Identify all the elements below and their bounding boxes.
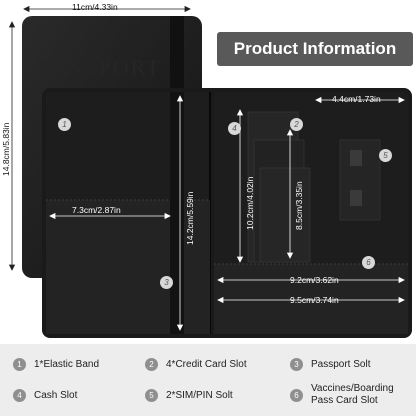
marker-6: 6: [362, 256, 375, 269]
legend-label-3: Passport Solt: [311, 358, 371, 370]
legend-label-6-line1: Vaccines/Boarding: [311, 383, 394, 394]
marker-1: 1: [58, 118, 71, 131]
legend-badge-3: 3: [290, 358, 303, 371]
marker-4: 4: [228, 122, 241, 135]
height-arrow-left: [8, 21, 16, 271]
open-wallet: [42, 88, 412, 338]
marker-5: 5: [379, 149, 392, 162]
inner-arrows: [49, 95, 405, 331]
dim-sim-width: 4.4cm/1.73in: [332, 94, 381, 104]
legend-label-5: 2*SIM/PIN Solt: [166, 389, 233, 401]
legend-badge-5: 5: [145, 389, 158, 402]
dim-card-height: 8.5cm/3.35in: [294, 181, 304, 230]
legend-label-4: Cash Slot: [34, 389, 78, 401]
product-info-banner: Product Information: [217, 32, 413, 66]
legend-label-6-line2: Pass Card Slot: [311, 395, 378, 406]
legend-panel: 1 1*Elastic Band 2 4*Credit Card Slot 3 …: [0, 344, 416, 416]
elastic-band-open: [170, 92, 184, 334]
marker-3: 3: [160, 276, 173, 289]
legend-item-1: 1 1*Elastic Band: [13, 358, 99, 371]
dim-inner-height: 14.2cm/5.59in: [185, 191, 195, 245]
dim-width-top: 11cm/4.33in: [72, 2, 118, 12]
dim-pocket-width-b: 9.5cm/3.74in: [290, 295, 339, 305]
legend-badge-6: 6: [290, 388, 303, 402]
legend-badge-2: 2: [145, 358, 158, 371]
legend-badge-4: 4: [13, 389, 26, 402]
dim-inner-width: 7.3cm/2.87in: [72, 205, 121, 215]
cover-embossed-text: PASSPORT: [40, 55, 162, 80]
legend-badge-1: 1: [13, 358, 26, 371]
legend-label-6: Vaccines/Boarding Pass Card Slot: [311, 383, 394, 407]
legend-item-4: 4 Cash Slot: [13, 389, 77, 402]
legend-item-5: 5 2*SIM/PIN Solt: [145, 389, 233, 402]
dim-pocket-width-a: 9.2cm/3.62in: [290, 275, 339, 285]
legend-item-3: 3 Passport Solt: [290, 358, 370, 371]
legend-label-2: 4*Credit Card Slot: [166, 358, 247, 370]
width-arrow-top: [23, 5, 191, 13]
legend-label-1: 1*Elastic Band: [34, 358, 100, 370]
dim-height-left: 14.8cm/5.83in: [1, 122, 11, 176]
legend-item-6: 6 Vaccines/Boarding Pass Card Slot: [290, 383, 394, 407]
legend-item-2: 2 4*Credit Card Slot: [145, 358, 247, 371]
dim-slot-height: 10.2cm/4.02in: [245, 176, 255, 230]
marker-2: 2: [290, 118, 303, 131]
